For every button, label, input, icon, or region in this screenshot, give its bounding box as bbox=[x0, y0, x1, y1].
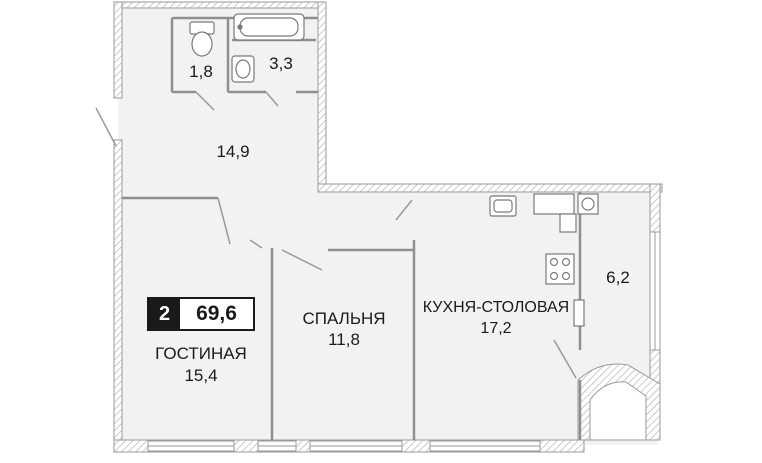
living-room-area: 15,4 bbox=[184, 366, 218, 385]
washbasin-icon bbox=[231, 55, 255, 83]
kitchen-area: 17,2 bbox=[480, 320, 512, 337]
balcony-area-label: 6,2 bbox=[606, 268, 630, 287]
toilet-icon bbox=[189, 21, 215, 57]
bedroom-name: СПАЛЬНЯ bbox=[302, 309, 386, 328]
wc-area-label: 1,8 bbox=[189, 62, 213, 81]
right-windows bbox=[649, 231, 661, 351]
apartment-summary-badge: 2 69,6 bbox=[147, 297, 255, 331]
total-area: 69,6 bbox=[196, 302, 237, 325]
rooms-count: 2 bbox=[149, 299, 180, 329]
living-room-name: ГОСТИНАЯ bbox=[155, 344, 247, 363]
bedroom-area: 11,8 bbox=[328, 330, 360, 349]
entrance-door bbox=[95, 107, 117, 147]
balcony-bay-inner bbox=[589, 381, 647, 441]
stove-icon bbox=[545, 253, 575, 285]
kitchen-name: КУХНЯ-СТОЛОВАЯ bbox=[422, 299, 570, 316]
bottom-windows bbox=[147, 440, 541, 452]
kitchen-counter-icon bbox=[533, 193, 599, 233]
door-swings bbox=[195, 91, 577, 379]
apartment-floor bbox=[118, 4, 657, 445]
fridge-icon bbox=[573, 299, 585, 327]
bathtub-icon bbox=[233, 13, 305, 41]
hall-area-label: 14,9 bbox=[216, 142, 250, 161]
kitchen-sink-icon bbox=[489, 195, 517, 217]
bathroom-area-label: 3,3 bbox=[269, 54, 293, 73]
